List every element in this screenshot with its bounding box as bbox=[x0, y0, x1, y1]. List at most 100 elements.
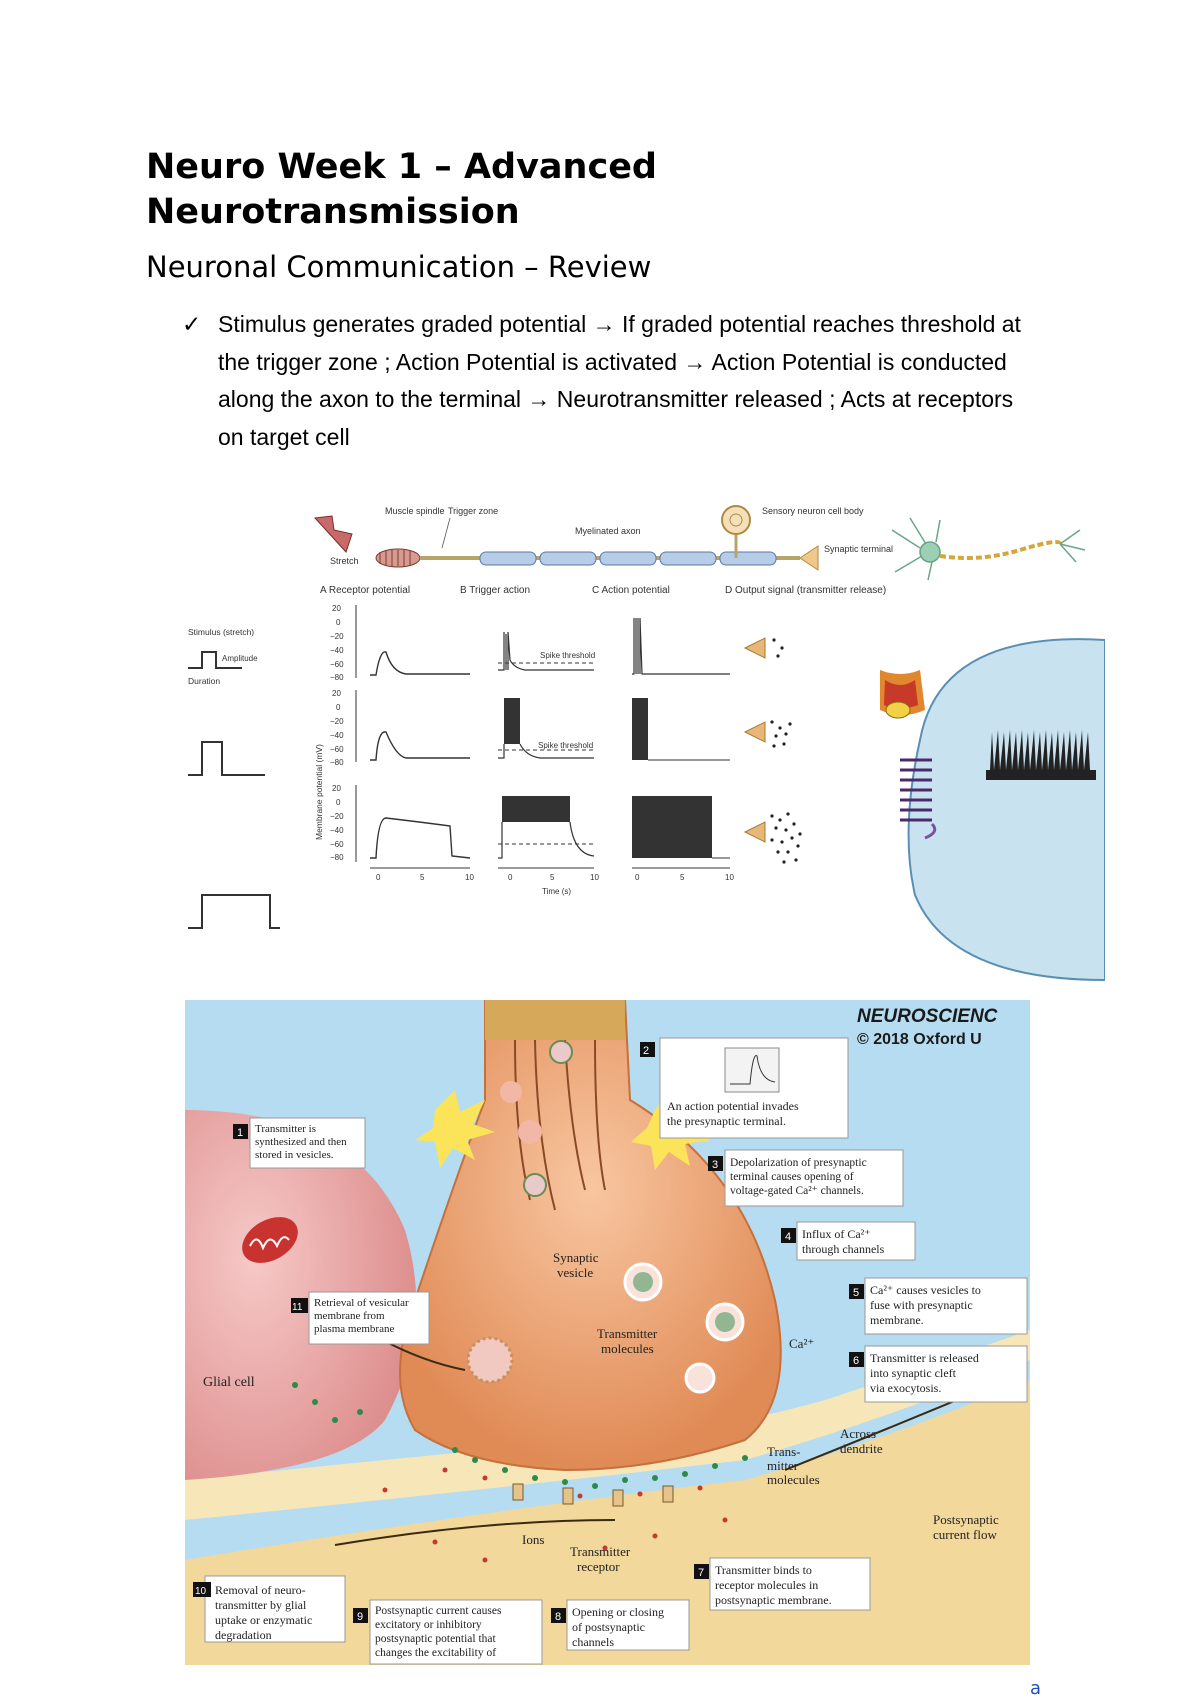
mitochondrion-icon bbox=[242, 1217, 298, 1263]
glial-cell bbox=[185, 1110, 417, 1480]
title-line-2: Neurotransmission bbox=[146, 192, 520, 232]
checklist-text: Stimulus generates graded potential → If… bbox=[218, 311, 1021, 450]
sensory-cell-body bbox=[721, 505, 751, 558]
svg-text:5: 5 bbox=[550, 873, 555, 882]
svg-text:0: 0 bbox=[376, 873, 381, 882]
watermark-line-2: © 2018 Oxford U bbox=[857, 1031, 982, 1048]
panel-c-header: C Action potential bbox=[592, 585, 670, 596]
transmitter-dots bbox=[292, 1382, 748, 1563]
svg-text:8: 8 bbox=[555, 1611, 561, 1623]
corner-mark: a bbox=[1030, 1678, 1042, 1699]
svg-text:−60: −60 bbox=[330, 660, 344, 669]
trace-row-2: 20 0 −20 −40 −60 −80 Spike threshold bbox=[330, 689, 792, 767]
duration-label: Duration bbox=[188, 676, 220, 686]
axon-segment bbox=[485, 1000, 625, 1040]
svg-text:0: 0 bbox=[336, 703, 341, 712]
trigger-zone-label: Trigger zone bbox=[448, 506, 498, 516]
myelinated-axon-label: Myelinated axon bbox=[575, 526, 641, 536]
svg-text:0: 0 bbox=[635, 873, 640, 882]
svg-text:−40: −40 bbox=[330, 731, 344, 740]
svg-text:−60: −60 bbox=[330, 745, 344, 754]
svg-text:−40: −40 bbox=[330, 826, 344, 835]
page-title: Neuro Week 1 – Advanced Neurotransmissio… bbox=[146, 145, 946, 235]
svg-text:0: 0 bbox=[336, 798, 341, 807]
transmitter-receptors bbox=[512, 1483, 674, 1507]
svg-text:11: 11 bbox=[292, 1302, 303, 1313]
svg-text:Influx of Ca²⁺through channels: Influx of Ca²⁺through channels bbox=[802, 1227, 885, 1256]
channel-protein bbox=[880, 670, 925, 719]
section-heading: Neuronal Communication – Review bbox=[146, 250, 652, 284]
amplitude-label: Amplitude bbox=[222, 654, 258, 663]
x-axis: 0 5 10 0 5 10 0 5 10 Time (s) bbox=[370, 867, 734, 896]
svg-text:−20: −20 bbox=[330, 812, 344, 821]
svg-text:10: 10 bbox=[195, 1586, 207, 1597]
svg-text:Time (s): Time (s) bbox=[542, 887, 571, 896]
cell-body-label: Sensory neuron cell body bbox=[762, 506, 864, 516]
synaptic-terminal-label: Synaptic terminal bbox=[824, 544, 893, 554]
title-line-1: Neuro Week 1 – Advanced bbox=[146, 147, 657, 187]
svg-text:−80: −80 bbox=[330, 673, 344, 682]
panel-a-header: A Receptor potential bbox=[320, 585, 410, 596]
svg-text:−60: −60 bbox=[330, 840, 344, 849]
svg-text:5: 5 bbox=[853, 1287, 859, 1299]
svg-text:Spike threshold: Spike threshold bbox=[538, 741, 593, 750]
svg-text:Removal of neuro-transmitter b: Removal of neuro-transmitter by glialupt… bbox=[215, 1583, 312, 1642]
svg-text:Spike threshold: Spike threshold bbox=[540, 651, 595, 660]
svg-text:−80: −80 bbox=[330, 853, 344, 862]
svg-text:7: 7 bbox=[698, 1567, 704, 1579]
stretch-arrow: Stretch bbox=[313, 515, 359, 566]
gpcr-protein bbox=[900, 758, 937, 840]
svg-text:2: 2 bbox=[643, 1045, 649, 1057]
checkmark-icon: ✓ bbox=[182, 311, 202, 337]
svg-text:−20: −20 bbox=[330, 717, 344, 726]
neuron-signal-figure: Stretch Muscle spindle Trigger zone Myel… bbox=[188, 505, 1105, 982]
svg-text:20: 20 bbox=[332, 689, 341, 698]
y-axis-label: Membrane potential (mV) bbox=[314, 744, 324, 840]
ions-label: Ions bbox=[522, 1532, 544, 1547]
svg-text:0: 0 bbox=[508, 873, 513, 882]
synaptic-vesicles bbox=[466, 1040, 745, 1394]
svg-text:3: 3 bbox=[712, 1159, 718, 1171]
panel-d-header: D Output signal (transmitter release) bbox=[725, 585, 886, 596]
svg-text:10: 10 bbox=[465, 873, 474, 882]
callout-10: 10 Removal of neuro-transmitter by glial… bbox=[193, 1575, 346, 1643]
svg-text:9: 9 bbox=[357, 1611, 363, 1623]
callout-4: 4 Influx of Ca²⁺through channels bbox=[781, 1221, 916, 1261]
svg-text:5: 5 bbox=[420, 873, 425, 882]
ca-label: Ca²⁺ bbox=[789, 1336, 814, 1351]
svg-text:5: 5 bbox=[680, 873, 685, 882]
svg-text:20: 20 bbox=[332, 604, 341, 613]
watermark-line-1: NEUROSCIENC bbox=[857, 1006, 998, 1027]
svg-text:−80: −80 bbox=[330, 758, 344, 767]
synapse-illustration: NEUROSCIENC © 2018 Oxford U 2 An action … bbox=[185, 1000, 1030, 1665]
svg-text:20: 20 bbox=[332, 784, 341, 793]
stretch-label: Stretch bbox=[330, 556, 359, 566]
myelin-segments bbox=[479, 551, 777, 566]
muscle-spindle-label: Muscle spindle bbox=[385, 506, 445, 516]
trace-row-1: 20 0 −20 −40 −60 −80 Spike threshold bbox=[330, 604, 784, 682]
panel-b-header: B Trigger action bbox=[460, 585, 530, 596]
neuron-illustration bbox=[891, 517, 1086, 581]
svg-text:10: 10 bbox=[725, 873, 734, 882]
